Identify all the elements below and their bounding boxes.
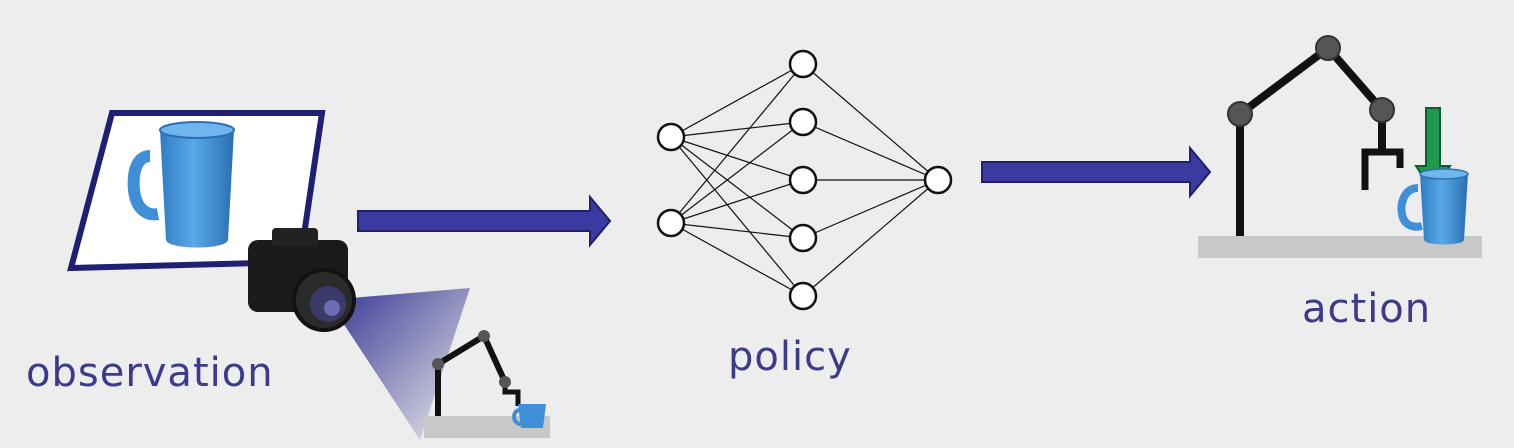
network-edge <box>670 136 804 297</box>
mug-icon <box>127 121 235 248</box>
arrow-observation-to-policy <box>357 194 612 248</box>
network-edge <box>670 179 804 224</box>
policy-label: policy <box>728 334 852 380</box>
network-edge <box>670 222 804 239</box>
network-edge <box>670 136 804 181</box>
network-edge <box>670 121 804 224</box>
network-node <box>788 49 818 79</box>
network-node <box>656 122 686 152</box>
action-mug-icon <box>1397 168 1469 245</box>
network-edge <box>670 63 804 224</box>
camera-beam <box>328 288 470 440</box>
observation-label: observation <box>26 350 274 396</box>
network-edge <box>802 121 939 181</box>
robot-arm-icon <box>1198 35 1482 258</box>
network-edge <box>670 136 804 239</box>
network-edge <box>802 63 939 181</box>
network-edge <box>670 63 804 138</box>
robot-arm-small-icon <box>424 330 550 438</box>
network-node <box>788 107 818 137</box>
camera-icon <box>248 228 356 332</box>
neural-network-icon <box>656 49 953 311</box>
network-edge <box>802 179 939 297</box>
network-edge <box>670 121 804 138</box>
network-edge <box>802 179 939 239</box>
network-node <box>656 208 686 238</box>
network-node <box>923 165 953 195</box>
action-label: action <box>1302 286 1432 332</box>
network-node <box>788 223 818 253</box>
network-node <box>788 165 818 195</box>
network-node <box>788 281 818 311</box>
arrow-policy-to-action <box>981 145 1212 199</box>
network-edge <box>670 222 804 297</box>
